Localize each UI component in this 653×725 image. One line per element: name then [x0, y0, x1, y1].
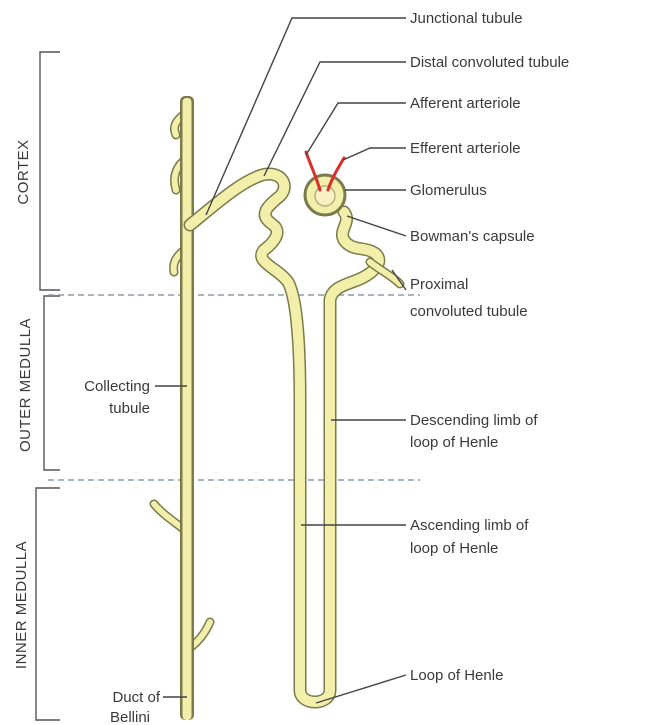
zone-label-inner-medulla: INNER MEDULLA: [13, 541, 30, 669]
outer-medulla-bracket: [44, 296, 60, 470]
zone-label-outer-medulla: OUTER MEDULLA: [17, 318, 34, 452]
label-descending-line2: loop of Henle: [410, 434, 498, 451]
nephron-tubule: [190, 174, 400, 702]
zone-label-cortex: CORTEX: [15, 139, 32, 204]
cortex-bracket: [40, 52, 60, 290]
label-collecting-line2: tubule: [109, 400, 150, 417]
label-proximal-line2: convoluted tubule: [410, 303, 528, 320]
label-collecting-line1: Collecting: [84, 378, 150, 395]
label-loop-of-henle: Loop of Henle: [410, 667, 503, 684]
label-distal-convoluted-tubule: Distal convoluted tubule: [410, 54, 569, 71]
label-proximal-line1: Proximal: [410, 276, 468, 293]
label-junctional-tubule: Junctional tubule: [410, 10, 523, 27]
zone-brackets: [36, 52, 60, 720]
label-afferent-arteriole: Afferent arteriole: [410, 95, 521, 112]
label-efferent-arteriole: Efferent arteriole: [410, 140, 521, 157]
label-duct-line2: Bellini: [110, 709, 150, 725]
collecting-duct: [154, 96, 210, 720]
label-ascending-line2: loop of Henle: [410, 540, 498, 557]
inner-medulla-bracket: [36, 488, 60, 720]
glomerulus: [315, 186, 335, 206]
label-bowmans-capsule: Bowman's capsule: [410, 228, 535, 245]
label-glomerulus: Glomerulus: [410, 182, 487, 199]
bowmans-capsule: [305, 175, 345, 215]
label-duct-line1: Duct of: [112, 689, 160, 706]
label-descending-line1: Descending limb of: [410, 412, 538, 429]
label-ascending-line1: Ascending limb of: [410, 517, 529, 534]
